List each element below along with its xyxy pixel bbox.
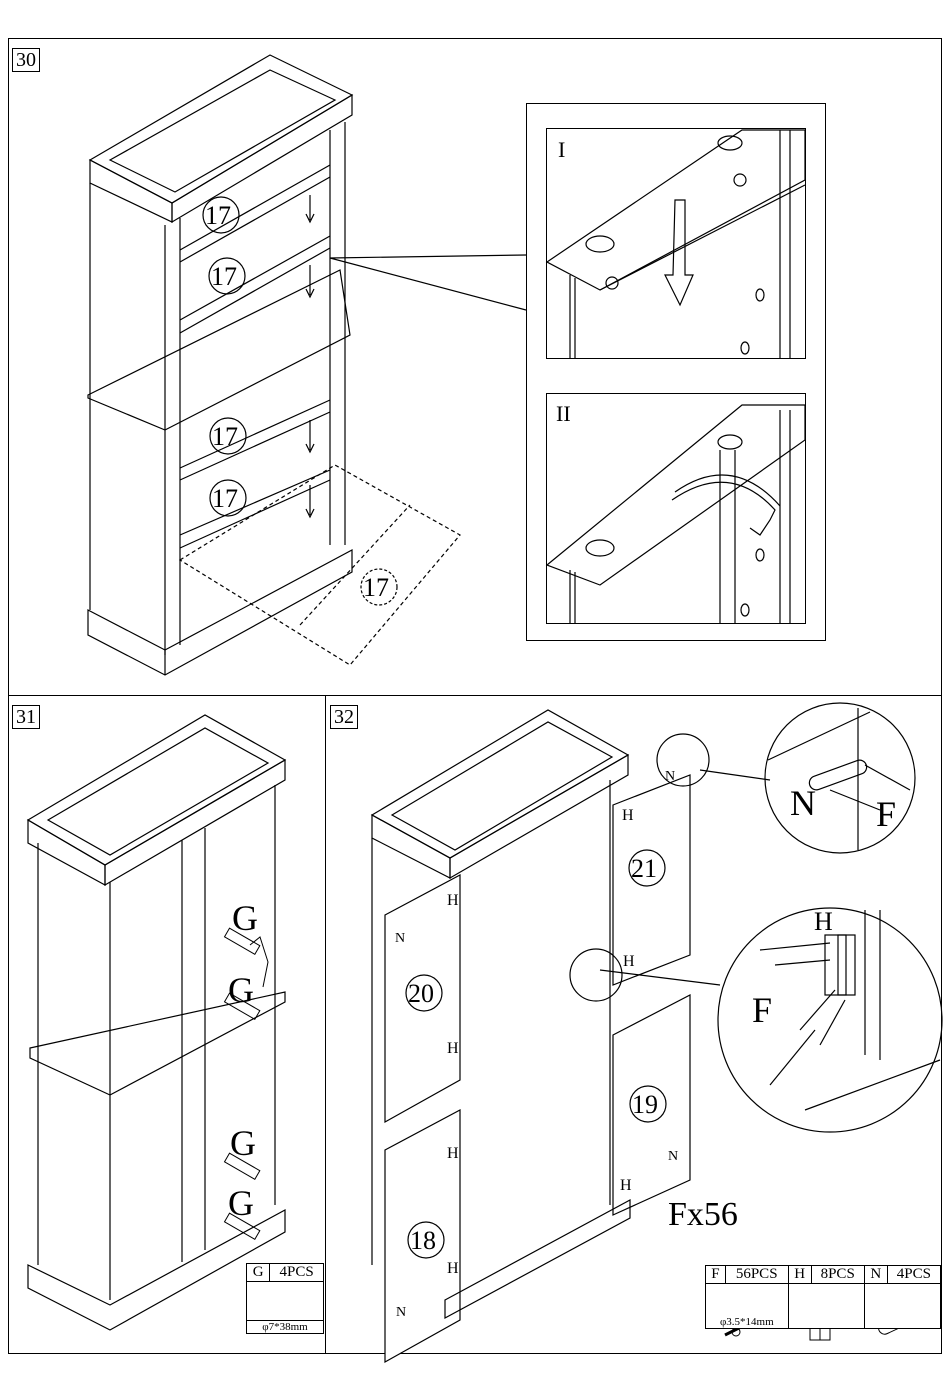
h-qty: 8PCS (811, 1266, 864, 1284)
zoom2-H-label: H (814, 907, 833, 936)
hinge-label-3: H (623, 953, 635, 970)
hinge-label-1: H (622, 807, 634, 824)
h-hinge-icon (788, 1284, 864, 1329)
g-code: G (247, 1264, 270, 1282)
g-size: φ7*38mm (247, 1321, 324, 1334)
part-17-label-4: 17 (212, 484, 238, 513)
hinge-label-2: H (447, 892, 459, 909)
f-size: φ3.5*14mm (706, 1284, 789, 1329)
detail-label-II: II (556, 401, 571, 426)
detail-label-I: I (558, 137, 565, 162)
plate-label-3: N (668, 1149, 678, 1164)
detail-I-drawing (547, 130, 805, 358)
cabinet-31 (28, 715, 285, 1330)
dowel-label-G-4: G (228, 1183, 254, 1223)
cabinet-30 (88, 55, 526, 675)
part-17-label-5: 17 (363, 573, 389, 602)
n-qty: 4PCS (887, 1266, 940, 1284)
step-32-parts-table: F 56PCS H 8PCS N 4PCS φ3.5*14mm (705, 1265, 941, 1329)
door-18-label: 18 (410, 1226, 436, 1255)
zoom1-N-label: N (790, 783, 816, 823)
dowel-label-G-2: G (228, 970, 254, 1010)
door-21-label: 21 (631, 854, 657, 883)
g-qty: 4PCS (270, 1264, 324, 1282)
part-17-label-3: 17 (212, 422, 238, 451)
plate-label-1: N (395, 931, 405, 946)
screw-count-label: Fx56 (668, 1196, 738, 1233)
hinge-label-5: H (447, 1145, 459, 1162)
n-code: N (864, 1266, 887, 1284)
dowel-label-G-1: G (232, 898, 258, 938)
h-code: H (788, 1266, 811, 1284)
g-dowel-icon (247, 1282, 324, 1321)
door-20-label: 20 (408, 979, 434, 1008)
part-17-label-2: 17 (211, 262, 237, 291)
plate-label-2: N (665, 769, 675, 784)
f-code: F (706, 1266, 726, 1284)
f-qty: 56PCS (725, 1266, 788, 1284)
part-17-label-1: 17 (205, 201, 231, 230)
zoom2-F-label: F (752, 990, 772, 1030)
hinge-label-7: H (447, 1260, 459, 1277)
hinge-label-6: H (620, 1177, 632, 1194)
dowel-label-G-3: G (230, 1123, 256, 1163)
door-19-label: 19 (632, 1090, 658, 1119)
plate-label-4: N (396, 1305, 406, 1320)
hinge-label-4: H (447, 1040, 459, 1057)
zoom1-F-label: F (876, 794, 896, 834)
n-plate-icon (864, 1284, 940, 1329)
step-31-parts-table: G 4PCS φ7*38mm (246, 1263, 324, 1334)
detail-II-drawing (547, 405, 805, 623)
